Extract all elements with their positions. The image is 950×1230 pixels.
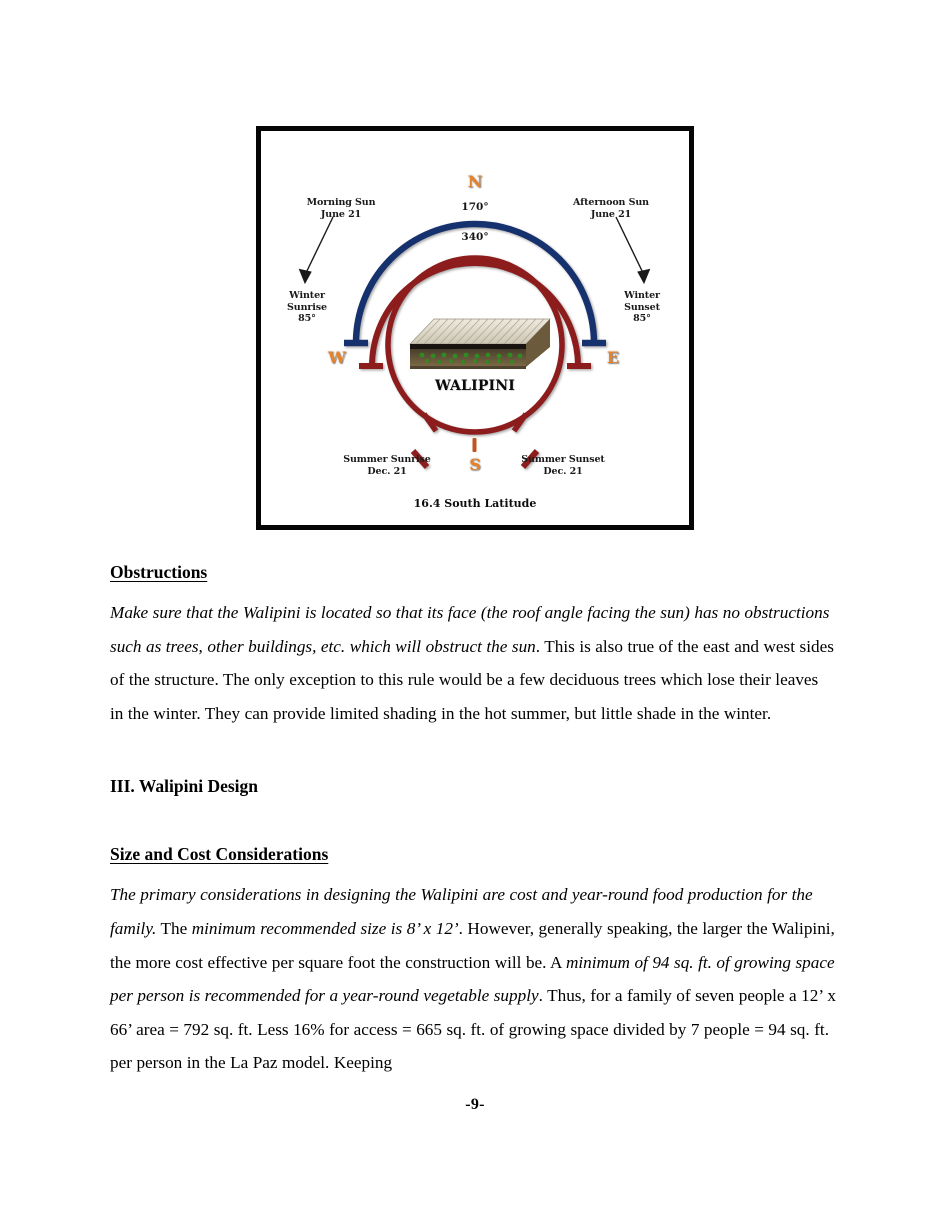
outer-red-tick-southwest: [410, 449, 430, 469]
spacer: [110, 866, 836, 878]
figure-title-walipini: WALIPINI: [434, 378, 516, 394]
inner-red-tick-southeast: [511, 412, 529, 433]
label-summer-sunrise: Summer Sunrise Dec. 21: [343, 454, 431, 477]
size-cost-italic-1: The primary considerations in designing …: [110, 885, 813, 938]
document-body: Obstructions Make sure that the Walipini…: [110, 560, 836, 1080]
spacer: [110, 584, 836, 596]
spacer: [110, 798, 836, 842]
heading-walipini-design: III. Walipini Design: [110, 776, 258, 797]
obstructions-italic-run: Make sure that the Walipini is located s…: [110, 603, 830, 656]
degree-label-170: 170°: [461, 201, 489, 213]
size-cost-plain-1: The: [156, 918, 192, 938]
label-winter-sunset: Winter Sunset 85°: [624, 290, 660, 324]
degree-label-340: 340°: [461, 231, 489, 243]
size-cost-italic-3: minimum of 94 sq. ft. of growing space p…: [110, 952, 835, 1006]
paragraph-size-and-cost: The primary considerations in designing …: [110, 878, 836, 1080]
inner-red-circle: [385, 255, 565, 435]
heading-obstructions: Obstructions: [110, 562, 208, 582]
label-morning-sun: Morning Sun June 21: [306, 197, 376, 220]
label-afternoon-sun: Afternoon Sun June 21: [573, 197, 649, 220]
cardinal-north-label: N: [467, 172, 483, 191]
figure-footer-latitude: 16.4 South Latitude: [413, 497, 537, 510]
cardinal-west-label: W: [328, 348, 346, 367]
label-summer-sunset: Summer Sunset Dec. 21: [521, 454, 605, 477]
outer-red-tick-southeast: [520, 449, 540, 469]
label-winter-sunrise: Winter Sunrise 85°: [287, 290, 327, 324]
morning-sun-arrow: [298, 216, 334, 285]
cardinal-east-label: E: [606, 348, 620, 367]
cardinal-south-label: S: [469, 455, 481, 474]
heading-size-and-cost: Size and Cost Considerations: [110, 844, 329, 865]
south-tick-mark: [472, 438, 477, 452]
spacer: [110, 730, 836, 774]
obstructions-plain-run: . This is also true of the east and west…: [110, 636, 834, 723]
figure-canvas: Morning Sun June 21 Afternoon Sun June 2…: [261, 131, 689, 525]
blue-sun-path-arc: [352, 220, 598, 344]
size-cost-italic-2: minimum recommended size is 8’ x 12’: [191, 918, 459, 938]
walipini-sun-path-figure: Morning Sun June 21 Afternoon Sun June 2…: [256, 126, 694, 530]
size-cost-plain-3: . Thus, for a family of seven people a 1…: [110, 986, 836, 1073]
walipini-greenhouse-illustration: [408, 317, 552, 372]
sun-path-diagram-svg: [298, 216, 651, 469]
inner-red-tick-southwest: [421, 412, 439, 433]
paragraph-obstructions: Make sure that the Walipini is located s…: [110, 596, 836, 730]
outer-red-arc: [369, 260, 581, 367]
size-cost-plain-2: . However, generally speaking, the large…: [110, 918, 835, 972]
afternoon-sun-arrow: [615, 216, 651, 285]
page-number: -9-: [465, 1096, 485, 1113]
